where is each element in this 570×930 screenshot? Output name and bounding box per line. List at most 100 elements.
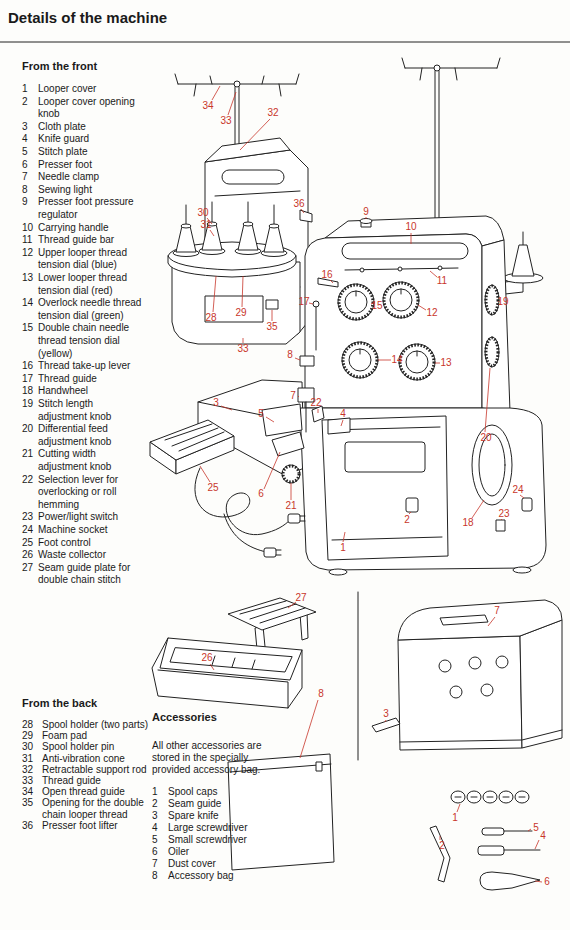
callout-number: 26 bbox=[195, 652, 219, 664]
part-name: Dust cover bbox=[168, 858, 318, 870]
callout-number: 6 bbox=[535, 876, 559, 888]
list-number: 5 bbox=[22, 146, 28, 159]
spool-cone bbox=[238, 224, 258, 250]
list-number: 19 bbox=[22, 398, 33, 411]
stitch-plate bbox=[262, 404, 302, 436]
list-number: 18 bbox=[22, 385, 33, 398]
callout-number: 7 bbox=[281, 390, 305, 402]
part-name: Spare knife bbox=[168, 810, 318, 822]
list-number: 26 bbox=[22, 549, 33, 562]
part-name: Handwheel bbox=[38, 385, 148, 398]
callout-number: 33 bbox=[231, 343, 255, 355]
small-screwdriver bbox=[482, 828, 504, 835]
part-name: Looper cover opening knob bbox=[38, 96, 148, 121]
callout-number: 13 bbox=[434, 357, 458, 369]
anti-vibration-cone bbox=[243, 222, 253, 226]
list-number: 5 bbox=[152, 834, 158, 846]
callout-number: 24 bbox=[506, 484, 530, 496]
guide-hole bbox=[398, 267, 402, 271]
part-name: Stitch plate bbox=[38, 146, 148, 159]
machine-foot bbox=[329, 569, 347, 575]
callout-number: 23 bbox=[492, 508, 516, 520]
selection-lever bbox=[312, 406, 324, 422]
part-name: Double chain needle thread tension dial … bbox=[38, 322, 148, 360]
list-number: 30 bbox=[22, 741, 33, 752]
list-number: 34 bbox=[22, 786, 33, 797]
knob-ridge bbox=[283, 466, 299, 482]
list-number: 13 bbox=[22, 272, 33, 285]
knife-guard bbox=[328, 418, 350, 434]
power-switch bbox=[496, 520, 505, 531]
callout-number: 8 bbox=[309, 688, 333, 700]
dust-cover bbox=[398, 600, 562, 750]
part-name: Needle clamp bbox=[38, 171, 148, 184]
list-number: 14 bbox=[22, 297, 33, 310]
cover-hole bbox=[469, 657, 481, 669]
cover-hole bbox=[481, 684, 493, 696]
list-number: 6 bbox=[22, 159, 28, 172]
list-number: 24 bbox=[22, 524, 33, 537]
part-name: Small screwdriver bbox=[168, 834, 318, 846]
thread-guide bbox=[313, 301, 319, 307]
looper-cover bbox=[322, 416, 448, 560]
part-name: Accessory bag bbox=[168, 870, 318, 882]
list-number: 7 bbox=[22, 171, 28, 184]
power-cord bbox=[224, 514, 266, 552]
machine-socket bbox=[522, 498, 532, 511]
part-name: Cutting width adjustment knob bbox=[38, 448, 130, 473]
presser-foot bbox=[272, 432, 304, 456]
cover-slot bbox=[440, 615, 488, 625]
list-number: 36 bbox=[22, 820, 33, 831]
knob-ridge bbox=[486, 338, 498, 366]
part-name: Waste collector bbox=[38, 549, 148, 562]
cover-hem bbox=[400, 730, 562, 742]
callout-number: 16 bbox=[315, 269, 339, 281]
thread-guide bbox=[434, 65, 440, 71]
callout-number: 30 bbox=[191, 207, 215, 219]
callout-number: 4 bbox=[531, 830, 555, 842]
presser-foot-lifter bbox=[300, 210, 312, 222]
callout-number: 4 bbox=[331, 408, 355, 420]
looper-window bbox=[345, 442, 425, 472]
dial-ridge bbox=[384, 283, 418, 317]
list-number: 1 bbox=[22, 83, 28, 96]
zipper-pull bbox=[316, 762, 322, 771]
list-number: 8 bbox=[152, 870, 158, 882]
tension-dial bbox=[383, 282, 419, 318]
waste-collector bbox=[152, 638, 302, 708]
callout-number: 5 bbox=[249, 408, 273, 420]
list-number: 4 bbox=[152, 822, 158, 834]
part-name: Differential feed adjustment knob bbox=[38, 423, 148, 448]
list-number: 32 bbox=[22, 764, 33, 775]
page-title: Details of the machine bbox=[8, 9, 167, 27]
plate-groove bbox=[240, 601, 305, 623]
list-number: 6 bbox=[152, 846, 158, 858]
handle-slot bbox=[222, 170, 284, 184]
callout-number: 36 bbox=[287, 198, 311, 210]
needle bbox=[306, 402, 307, 432]
list-number: 7 bbox=[152, 858, 158, 870]
part-name: Lower looper thread tension dial (red) bbox=[38, 272, 148, 297]
part-name: Machine socket bbox=[38, 524, 148, 537]
machine-head bbox=[305, 234, 482, 408]
cover-hole bbox=[450, 686, 462, 698]
spool-cone bbox=[264, 226, 284, 252]
section-heading: From the front bbox=[22, 60, 97, 73]
list-number: 29 bbox=[22, 730, 33, 741]
thread-path bbox=[316, 307, 317, 350]
callout-number: 10 bbox=[399, 221, 423, 233]
part-name: Selection lever for overlocking or roll … bbox=[38, 474, 148, 512]
list-number: 17 bbox=[22, 373, 33, 386]
thread-stand-bar bbox=[405, 68, 497, 69]
list-number: 10 bbox=[22, 222, 33, 235]
looper-cover-line bbox=[330, 427, 442, 540]
divider-line bbox=[358, 592, 359, 760]
leader-lines bbox=[200, 86, 542, 882]
callout-number: 15 bbox=[365, 300, 389, 312]
part-name: Seam guide plate for double chain stitch bbox=[38, 562, 148, 587]
part-name: Seam guide bbox=[168, 798, 318, 810]
list-number: 23 bbox=[22, 511, 33, 524]
callout-number: 17 bbox=[292, 296, 316, 308]
part-name: Cloth plate bbox=[38, 121, 148, 134]
